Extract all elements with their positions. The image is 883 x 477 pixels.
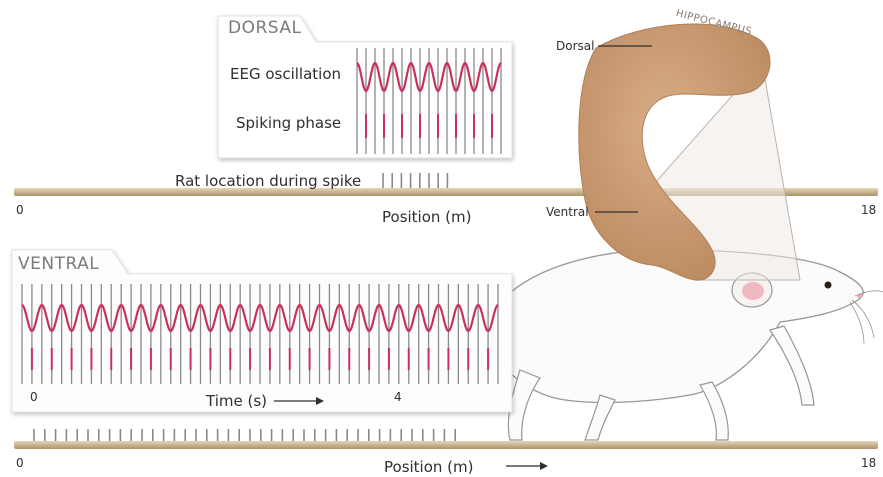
eeg-oscillation-label: EEG oscillation	[230, 65, 341, 83]
rat-ear-inner	[742, 282, 764, 300]
dorsal-rat-location-ticks	[383, 173, 447, 188]
time-axis-end: 4	[394, 390, 402, 404]
dorsal-title: DORSAL	[228, 18, 302, 38]
ventral-panel	[12, 250, 512, 412]
ventral-track	[14, 441, 878, 449]
hippocampus-ventral-label: Ventral	[546, 205, 589, 219]
ventral-position-axis-label: Position (m)	[384, 458, 474, 476]
rat-eye	[825, 282, 832, 289]
ventral-track-start: 0	[16, 456, 24, 470]
ventral-title: VENTRAL	[18, 254, 99, 274]
time-axis-start: 0	[30, 390, 38, 404]
dorsal-track-end: 18	[861, 203, 876, 217]
hippocampus-dorsal-label: Dorsal	[556, 39, 594, 53]
rat-location-label: Rat location during spike	[175, 172, 361, 190]
ventral-track-end: 18	[861, 456, 876, 470]
dorsal-track-start: 0	[16, 203, 24, 217]
position-arrow	[506, 462, 548, 470]
ventral-rat-location-ticks	[34, 429, 455, 441]
dorsal-position-axis-label: Position (m)	[382, 208, 472, 226]
time-axis-label: Time (s)	[206, 392, 267, 410]
spiking-phase-label: Spiking phase	[236, 114, 341, 132]
